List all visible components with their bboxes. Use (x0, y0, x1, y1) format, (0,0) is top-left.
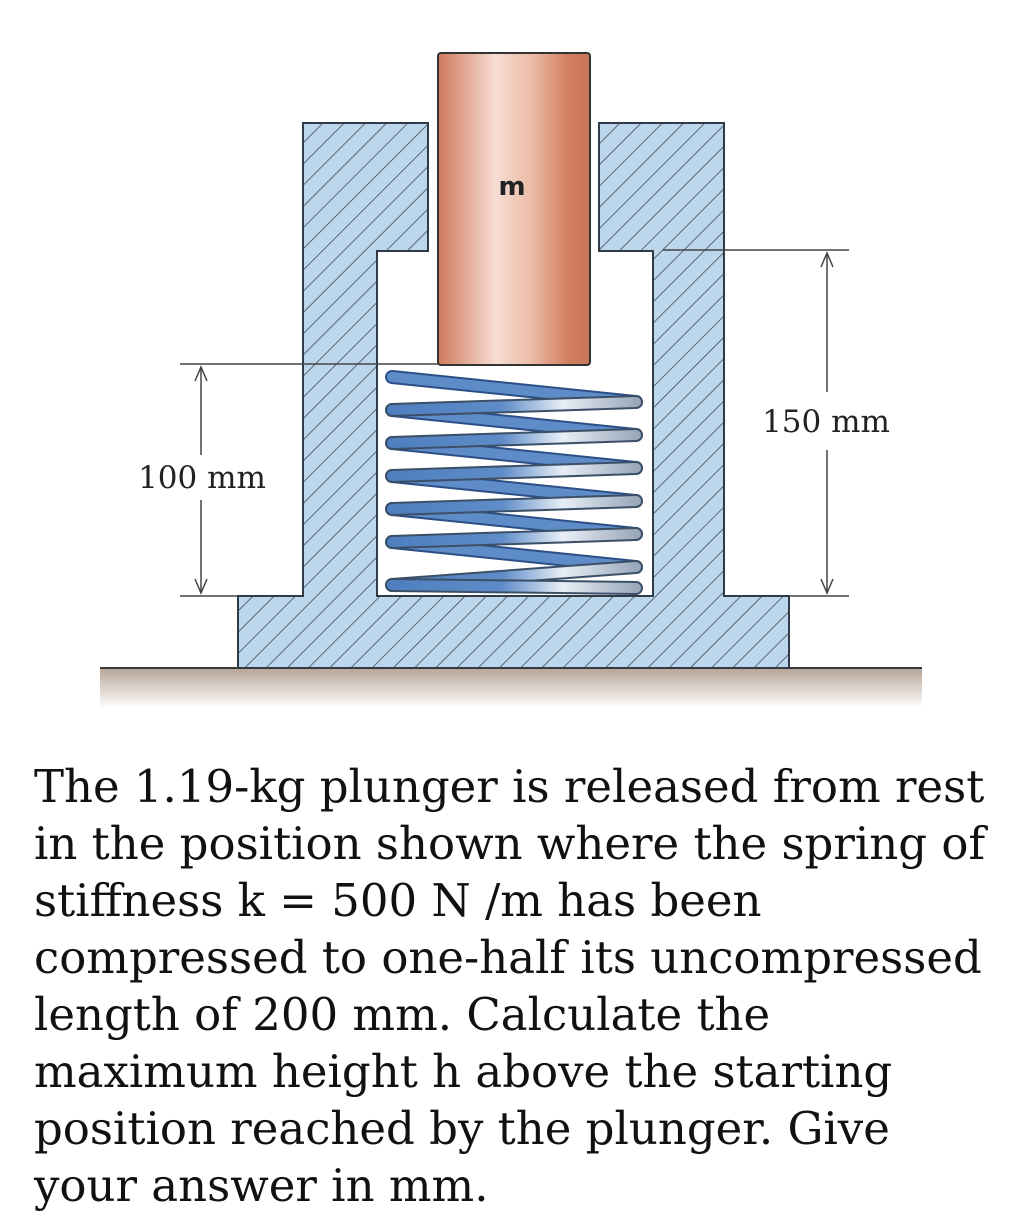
plunger: m (437, 52, 591, 366)
spring (385, 370, 643, 595)
housing-section (237, 122, 790, 669)
dimension-left-label: 100 mm (138, 460, 266, 496)
dimension-right (663, 249, 849, 597)
dimension-left (180, 363, 438, 597)
ground (100, 667, 922, 708)
problem-statement: The 1.19-kg plunger is released from res… (34, 760, 986, 1212)
plunger-spring-diagram: m 100 mm 150 mm (100, 52, 922, 708)
mass-label: m (498, 172, 525, 202)
dimension-right-label: 150 mm (762, 404, 890, 440)
